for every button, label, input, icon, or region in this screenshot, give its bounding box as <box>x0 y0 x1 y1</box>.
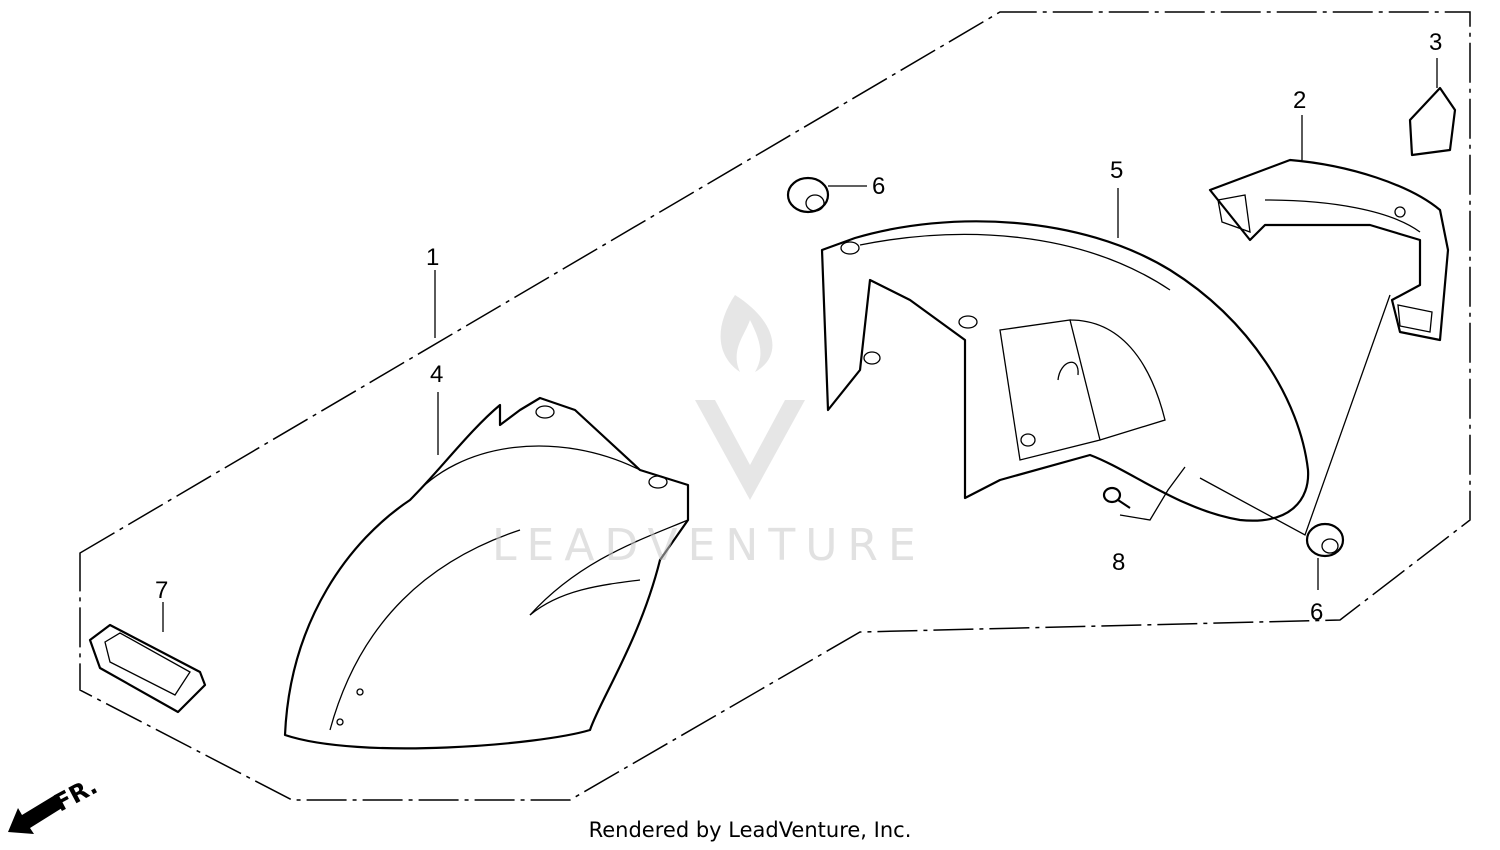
callout-2: 2 <box>1293 87 1306 114</box>
callout-4: 4 <box>430 361 443 388</box>
callout-6-bottom: 6 <box>1310 599 1323 626</box>
callout-3: 3 <box>1429 29 1442 56</box>
rear-fender-part-5[interactable] <box>820 220 1310 522</box>
callout-1: 1 <box>426 244 439 271</box>
grab-rail-part-2[interactable] <box>1208 158 1450 342</box>
watermark-logo: LEADVENTURE <box>492 295 926 571</box>
footer-credit: Rendered by LeadVenture, Inc. <box>588 818 912 842</box>
screw-part-8[interactable] <box>1102 486 1131 509</box>
cap-part-3[interactable] <box>1408 86 1457 157</box>
callout-7: 7 <box>155 577 168 604</box>
assembly-boundary <box>79 11 1471 801</box>
front-fender-part-4[interactable] <box>283 396 690 750</box>
leader-lines <box>162 58 1438 632</box>
grommet-part-6-bottom[interactable] <box>1305 522 1345 558</box>
callout-5: 5 <box>1110 157 1123 184</box>
reflector-part-7[interactable] <box>88 623 207 714</box>
callout-6-top: 6 <box>872 173 885 200</box>
watermark-text: LEADVENTURE <box>492 520 926 571</box>
grommet-part-6-top[interactable] <box>786 176 830 214</box>
callout-8: 8 <box>1112 549 1125 576</box>
